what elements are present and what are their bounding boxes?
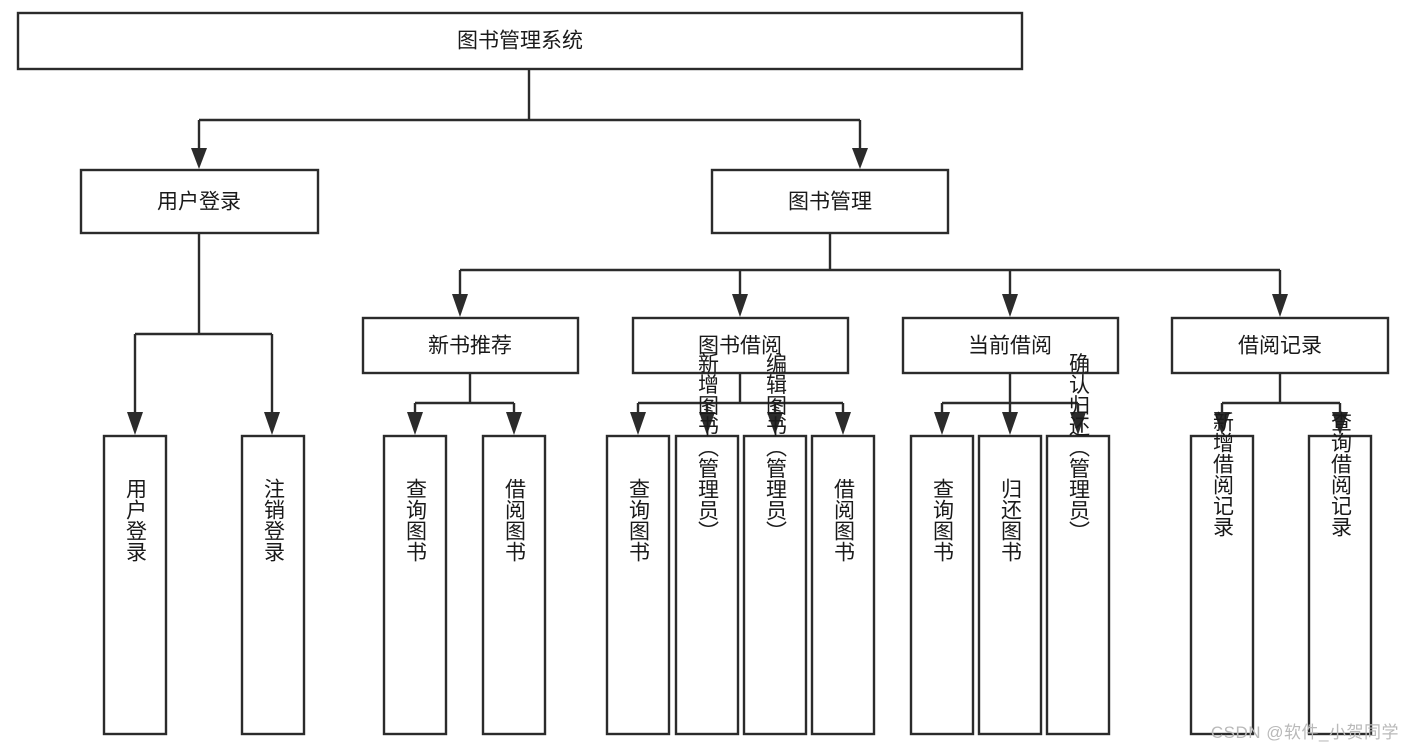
arrow-to-leaf-return-book: [1002, 412, 1018, 435]
arrow-to-leaf-query-book-2: [630, 412, 646, 435]
arrow-to-leaf-confirm-return: [1070, 412, 1086, 435]
node-book-borrow-label: 图书借阅: [698, 335, 782, 358]
node-leaf-query-book-3-box[interactable]: [909, 434, 975, 736]
node-leaf-edit-book[interactable]: 编辑图书（管理员）: [742, 353, 808, 736]
node-leaf-logout-label: 注销登录: [262, 478, 286, 562]
node-user-login-label: 用户登录: [157, 191, 241, 214]
node-book-manage-box[interactable]: [710, 168, 950, 235]
node-leaf-user-login-box[interactable]: [102, 434, 168, 736]
node-leaf-query-book-1-box[interactable]: [382, 434, 448, 736]
node-leaf-query-book-1-label: 查询图书: [404, 478, 428, 562]
arrow-to-leaf-logout: [264, 412, 280, 435]
node-leaf-return-book-label: 归还图书: [999, 478, 1023, 562]
arrow-to-leaf-borrow-book-2: [835, 412, 851, 435]
node-leaf-query-book-3-label: 查询图书: [931, 478, 955, 562]
node-leaf-borrow-book-2-label: 借阅图书: [832, 478, 856, 562]
arrow-to-leaf-user-login: [127, 412, 143, 435]
connector-layer: [127, 69, 1348, 435]
node-current-borrow-box[interactable]: [901, 316, 1120, 375]
node-borrow-record-label: 借阅记录: [1238, 335, 1322, 358]
arrow-to-leaf-edit-book: [767, 412, 783, 435]
node-leaf-borrow-book-2-box[interactable]: [810, 434, 876, 736]
node-current-borrow-label: 当前借阅: [968, 335, 1052, 358]
node-current-borrow[interactable]: 当前借阅: [901, 316, 1120, 375]
node-leaf-edit-book-label: 编辑图书（管理员）: [764, 353, 788, 542]
node-leaf-user-login[interactable]: 用户登录: [102, 434, 168, 736]
arrow-to-book-borrow: [732, 294, 748, 317]
arrow-to-leaf-query-book-3: [934, 412, 950, 435]
node-leaf-borrow-book-1[interactable]: 借阅图书: [481, 434, 547, 736]
arrow-to-leaf-borrow-book-1: [506, 412, 522, 435]
node-leaf-borrow-book-2[interactable]: 借阅图书: [810, 434, 876, 736]
arrow-to-leaf-add-book: [699, 412, 715, 435]
arrow-to-current-borrow: [1002, 294, 1018, 317]
node-leaf-query-record-label: 查询借阅记录: [1329, 411, 1353, 537]
arrow-to-borrow-record: [1272, 294, 1288, 317]
node-book-manage[interactable]: 图书管理: [710, 168, 950, 235]
node-leaf-logout[interactable]: 注销登录: [240, 434, 306, 736]
node-leaf-query-book-2[interactable]: 查询图书: [605, 434, 671, 736]
node-leaf-add-book[interactable]: 新增图书（管理员）: [674, 353, 740, 736]
node-leaf-confirm-return-box[interactable]: [1045, 434, 1111, 736]
node-new-book-rec[interactable]: 新书推荐: [361, 316, 580, 375]
node-leaf-add-record[interactable]: 新增借阅记录: [1189, 411, 1255, 736]
node-leaf-add-record-label: 新增借阅记录: [1211, 411, 1235, 537]
node-book-borrow-box[interactable]: [631, 316, 850, 375]
arrow-to-new-book-rec: [452, 294, 468, 317]
node-leaf-confirm-return-label: 确认归还（管理员）: [1067, 353, 1091, 542]
node-leaf-return-book[interactable]: 归还图书: [977, 434, 1043, 736]
node-borrow-record[interactable]: 借阅记录: [1170, 316, 1390, 375]
node-book-borrow[interactable]: 图书借阅: [631, 316, 850, 375]
node-leaf-query-book-1[interactable]: 查询图书: [382, 434, 448, 736]
arrow-to-user-login: [191, 148, 207, 169]
arrow-to-leaf-add-record: [1214, 412, 1230, 435]
node-root[interactable]: 图书管理系统: [16, 11, 1024, 71]
node-leaf-query-record[interactable]: 查询借阅记录: [1307, 411, 1373, 736]
node-leaf-query-record-box[interactable]: [1307, 434, 1373, 736]
arrow-to-leaf-query-book-1: [407, 412, 423, 435]
node-leaf-confirm-return[interactable]: 确认归还（管理员）: [1045, 353, 1111, 736]
node-leaf-query-book-2-label: 查询图书: [627, 478, 651, 562]
csdn-watermark: CSDN @软件_小贺同学: [1210, 723, 1399, 742]
node-new-book-rec-label: 新书推荐: [428, 335, 512, 358]
node-leaf-add-record-box[interactable]: [1189, 434, 1255, 736]
node-leaf-borrow-book-1-label: 借阅图书: [503, 478, 527, 562]
node-root-box[interactable]: [16, 11, 1024, 71]
node-user-login[interactable]: 用户登录: [79, 168, 320, 235]
arrow-to-book-manage: [852, 148, 868, 169]
node-new-book-rec-box[interactable]: [361, 316, 580, 375]
node-leaf-add-book-label: 新增图书（管理员）: [696, 353, 720, 542]
node-leaf-add-book-box[interactable]: [674, 434, 740, 736]
node-book-manage-label: 图书管理: [788, 191, 872, 214]
node-borrow-record-box[interactable]: [1170, 316, 1390, 375]
node-leaf-return-book-box[interactable]: [977, 434, 1043, 736]
node-leaf-borrow-book-1-box[interactable]: [481, 434, 547, 736]
node-leaf-query-book-2-box[interactable]: [605, 434, 671, 736]
node-leaf-edit-book-box[interactable]: [742, 434, 808, 736]
node-leaf-logout-box[interactable]: [240, 434, 306, 736]
node-leaf-query-book-3[interactable]: 查询图书: [909, 434, 975, 736]
node-leaf-user-login-label: 用户登录: [124, 478, 148, 562]
node-user-login-box[interactable]: [79, 168, 320, 235]
node-root-label: 图书管理系统: [457, 30, 583, 53]
arrow-to-leaf-query-record: [1332, 412, 1348, 435]
